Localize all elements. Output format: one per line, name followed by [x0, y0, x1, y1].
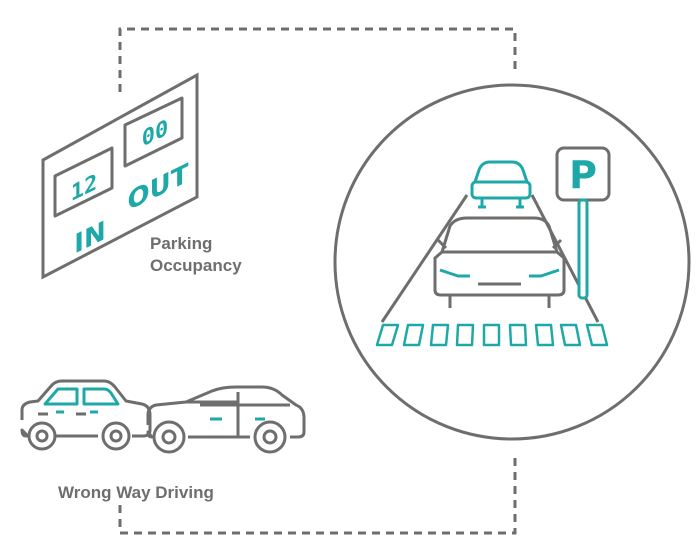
far-car [470, 160, 532, 209]
parking-sign-icon: P [555, 146, 611, 300]
right-car [146, 385, 306, 454]
crosswalk [375, 323, 609, 347]
left-car-windows [43, 387, 120, 406]
parking-sign-letter: P [569, 153, 597, 197]
occupancy-label-line2: Occupancy [150, 256, 242, 275]
wrong-way-driving-label: Wrong Way Driving [58, 483, 214, 502]
wrong-way-cars-icon [20, 379, 306, 454]
parking-lot-icon [333, 83, 691, 441]
near-car [433, 216, 566, 308]
parking-occupancy-label: Parking Occupancy [150, 233, 242, 277]
occupancy-sign-icon: 12 IN 00 OUT [41, 72, 199, 280]
occupancy-label-line1: Parking [150, 234, 213, 253]
dashed-connector [118, 27, 517, 535]
left-car [20, 379, 152, 451]
